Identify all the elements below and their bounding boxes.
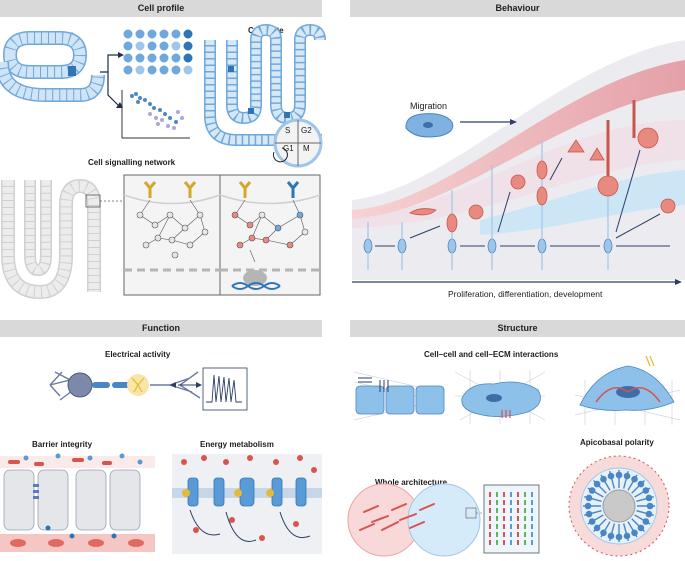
polarity-nucleus [584, 502, 592, 510]
polarity-nucleus [615, 471, 623, 479]
polarity-nucleus [623, 532, 631, 540]
apicobasal-label: Apicobasal polarity [580, 438, 654, 447]
polarity-nucleus [585, 494, 593, 502]
polarity-nucleus [600, 475, 607, 483]
polarity-nucleus [645, 494, 653, 502]
polarity-nucleus [631, 529, 638, 537]
cycle-g1-label: G1 [283, 144, 294, 153]
polarity-nucleus [642, 487, 650, 494]
cell-type-grid [123, 29, 193, 75]
interactions-label: Cell–cell and cell–ECM interactions [424, 350, 559, 359]
polarity-nucleus [593, 480, 601, 488]
signalling-label: Cell signalling network [88, 158, 176, 167]
whole-architecture-label: Whole architecture [375, 478, 448, 487]
function-header: Function [0, 320, 322, 337]
polarity-nucleus [637, 480, 645, 488]
behaviour-header: Behaviour [350, 0, 685, 17]
electrical-activity-label: Electrical activity [105, 350, 171, 359]
polarity-nucleus [623, 472, 631, 480]
cell-profile-header: Cell profile [0, 0, 322, 17]
signalling-diagram [1, 174, 321, 300]
energy-metabolism-label: Energy metabolism [200, 440, 274, 449]
cycle-g2-label: G2 [301, 126, 312, 135]
polarity-nucleus [645, 510, 653, 518]
behaviour-diagram [352, 40, 685, 285]
cell-types-diagram [0, 23, 326, 168]
cycle-m-label: M [303, 144, 310, 153]
migration-label: Migration [410, 101, 448, 111]
polarity-nucleus [646, 502, 654, 510]
polarity-nucleus [585, 510, 593, 518]
polarity-nucleus [642, 518, 650, 525]
function-diagram [0, 367, 322, 554]
development-axis-label: Proliferation, differentiation, developm… [448, 289, 603, 299]
polarity-nucleus [588, 487, 596, 494]
barrier-integrity-label: Barrier integrity [32, 440, 93, 449]
polarity-nucleus [588, 518, 596, 525]
polarity-nucleus [607, 532, 615, 540]
structure-header: Structure [350, 320, 685, 337]
polarity-nucleus [607, 472, 615, 480]
polarity-nucleus [637, 524, 645, 532]
polarity-nucleus [593, 524, 601, 532]
polarity-nucleus [615, 533, 623, 541]
cycle-s-label: S [285, 126, 291, 135]
polarity-nucleus [600, 529, 607, 537]
polarity-nucleus [631, 475, 638, 483]
